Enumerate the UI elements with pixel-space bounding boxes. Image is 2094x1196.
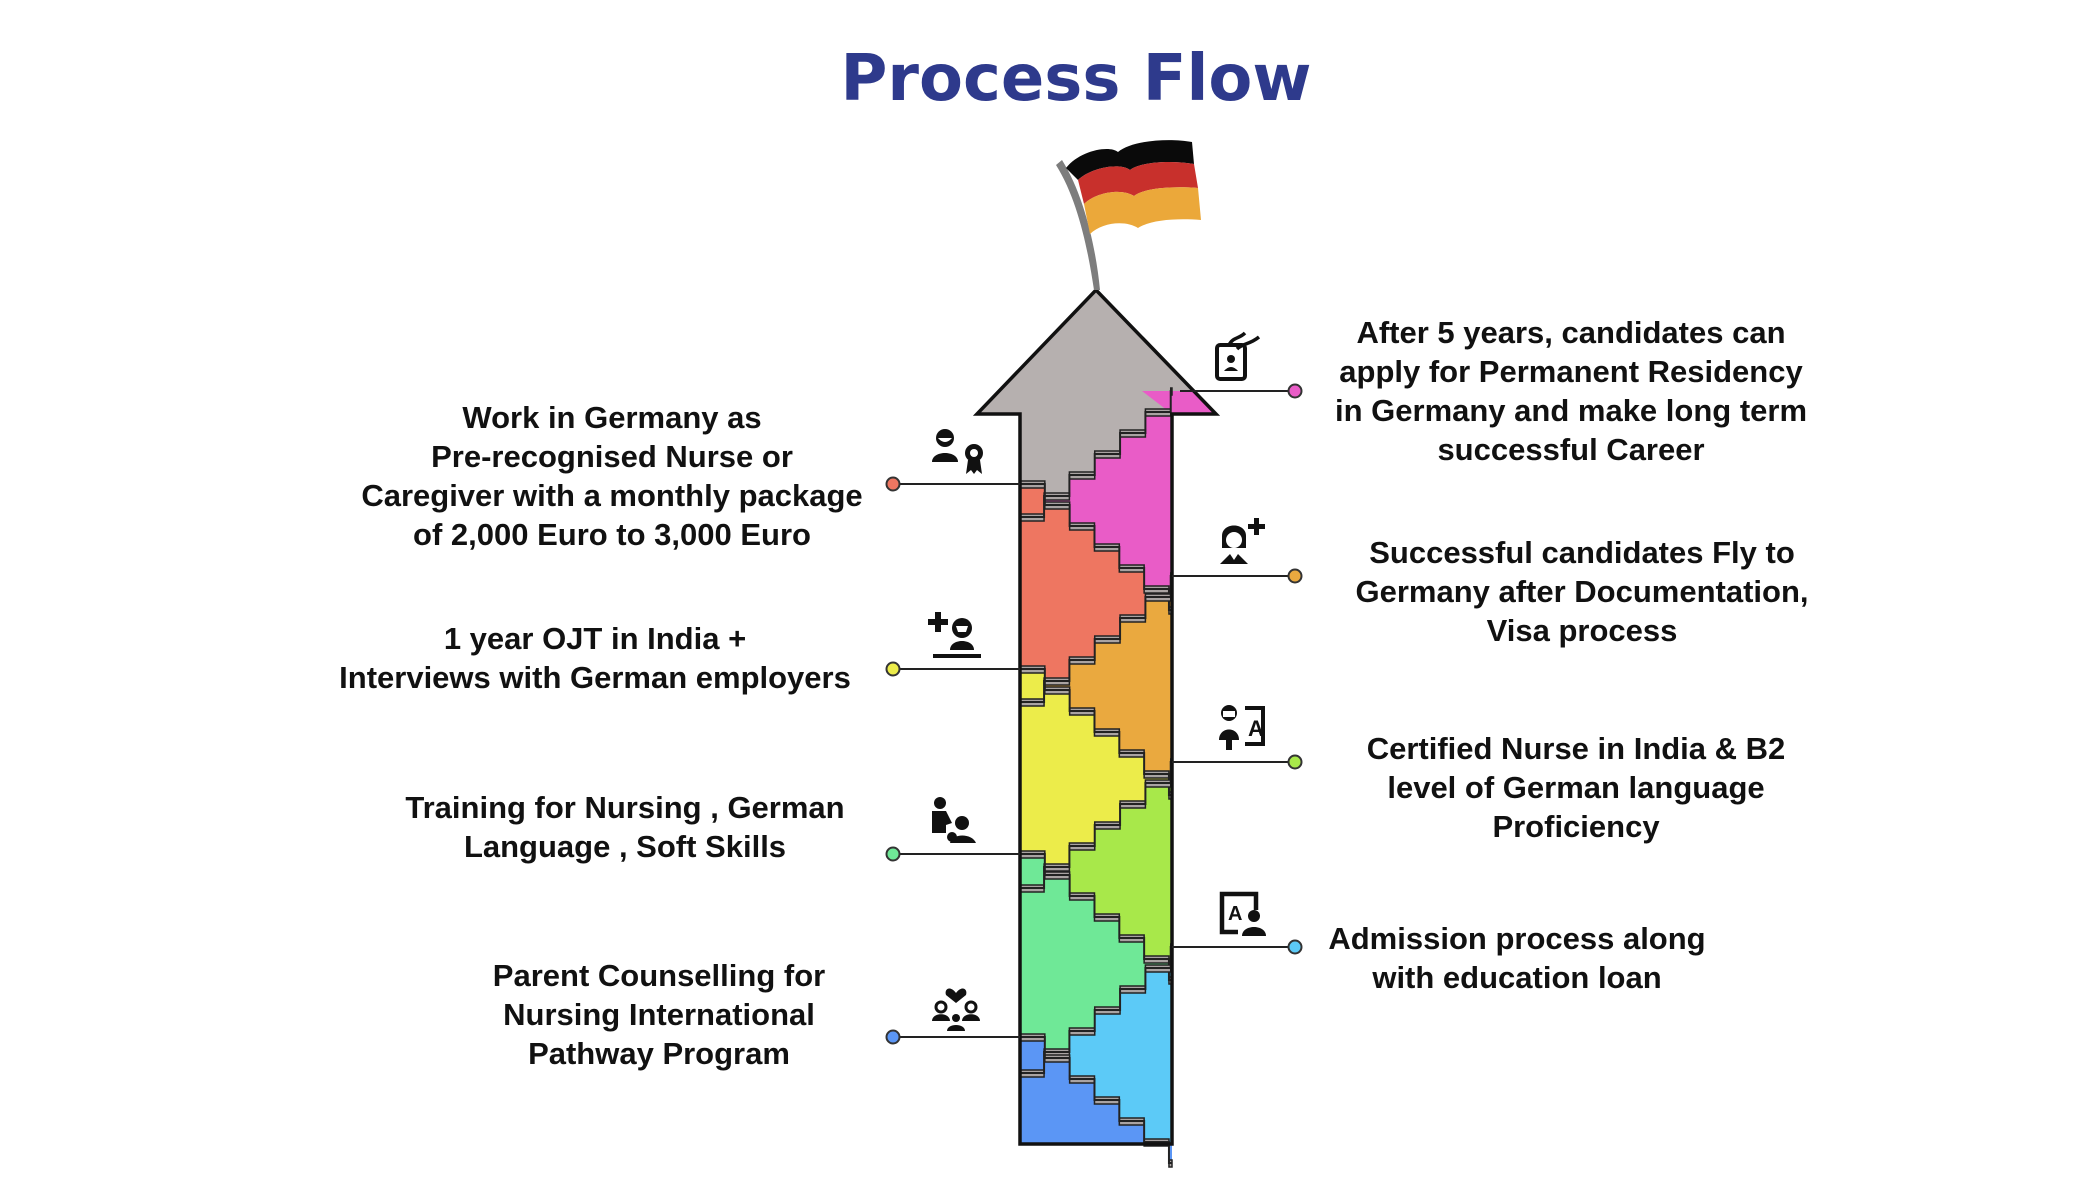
step-description-line: Pathway Program <box>528 1036 790 1071</box>
step-dot-8 <box>1287 383 1303 399</box>
training-person-icon <box>932 797 976 843</box>
step-description-line: Pre-recognised Nurse or <box>431 439 793 474</box>
staircase-arrow <box>972 287 1221 1168</box>
stair-edge <box>1020 853 1172 981</box>
arrow-outline <box>972 287 1221 1146</box>
step-description-line: Interviews with German employers <box>339 660 851 695</box>
admission-document-person-icon: A <box>1219 891 1266 936</box>
step-description-line: with education loan <box>1372 960 1662 995</box>
stair-edge <box>1020 483 1172 611</box>
step-description-line: successful Career <box>1437 432 1705 467</box>
step-description-4: Certified Nurse in India & B2 level of Ge… <box>1226 729 1926 846</box>
step-description-7: Work in Germany as Pre-recognised Nurse o… <box>262 398 962 554</box>
stair-edge <box>1020 1036 1172 1164</box>
step-dot-4 <box>1287 754 1303 770</box>
step-icons: A A <box>928 331 1266 1031</box>
step-description-line: Language , Soft Skills <box>463 829 787 864</box>
step-description-line: Work in Germany as <box>462 400 762 435</box>
stair-edge <box>1020 668 1172 796</box>
step-band-8 <box>1020 391 1172 610</box>
step-dot-3 <box>885 846 901 862</box>
step-band-7 <box>1020 484 1172 702</box>
certified-nurse-language-icon: A <box>1219 705 1265 750</box>
stair-edge <box>1020 946 1172 1074</box>
step-description-line: Proficiency <box>1492 809 1660 844</box>
step-band-6 <box>1020 576 1172 795</box>
step-description-line: Visa process <box>1486 613 1678 648</box>
step-description-line: Nursing International <box>503 997 815 1032</box>
step-band-4 <box>1020 762 1172 980</box>
step-description-line: apply for Permanent Residency <box>1339 354 1803 389</box>
step-description-line: Caregiver with a monthly package <box>361 478 863 513</box>
step-band-3 <box>1020 854 1172 1073</box>
germany-flag-icon <box>1056 140 1201 290</box>
flag-stripe-red <box>1078 162 1198 204</box>
step-description-line: Admission process along <box>1328 921 1706 956</box>
step-band-5 <box>1020 669 1172 888</box>
svg-text:A: A <box>1228 903 1242 925</box>
stair-edge <box>1020 575 1172 703</box>
page-title: Process Flow <box>840 42 1312 116</box>
step-description-line: Successful candidates Fly to <box>1369 535 1795 570</box>
svg-text:A: A <box>1248 716 1264 741</box>
step-dot-2 <box>1287 939 1303 955</box>
step-dot-7 <box>885 476 901 492</box>
step-band-2 <box>1020 947 1172 1163</box>
step-description-line: Parent Counselling for <box>492 958 826 993</box>
step-description-line: 1 year OJT in India + <box>443 621 747 656</box>
stair-edge <box>1020 761 1172 889</box>
stair-edge <box>1020 390 1172 518</box>
step-description-8: After 5 years, candidates can apply for P… <box>1221 313 1921 469</box>
family-heart-icon <box>932 988 980 1031</box>
person-award-badge-icon <box>932 429 983 474</box>
nurse-plus-icon <box>1220 518 1265 564</box>
arrow-head <box>977 290 1216 517</box>
flag-stripe-black <box>1066 140 1194 180</box>
step-dot-5 <box>885 661 901 677</box>
step-dot-1 <box>885 1029 901 1045</box>
flag-stripe-gold <box>1084 187 1201 234</box>
flag-pole <box>1056 160 1100 290</box>
step-description-line: in Germany and make long term <box>1334 393 1808 428</box>
step-dot-6 <box>1287 568 1303 584</box>
connectors <box>885 383 1303 1045</box>
step-description-line: Germany after Documentation, <box>1355 574 1809 609</box>
step-description-2: Admission process along with education lo… <box>1167 919 1867 997</box>
step-description-6: Successful candidates Fly to Germany afte… <box>1232 533 1932 650</box>
step-description-line: level of German language <box>1387 770 1765 805</box>
medical-doctor-interview-icon <box>928 612 981 658</box>
step-description-line: of 2,000 Euro to 3,000 Euro <box>413 517 811 552</box>
step-description-line: After 5 years, candidates can <box>1356 315 1786 350</box>
step-description-line: Certified Nurse in India & B2 <box>1366 731 1786 766</box>
step-description-line: Training for Nursing , German <box>405 790 845 825</box>
step-description-5: 1 year OJT in India + Interviews with Ger… <box>245 619 945 697</box>
residency-id-card-icon <box>1215 331 1261 381</box>
